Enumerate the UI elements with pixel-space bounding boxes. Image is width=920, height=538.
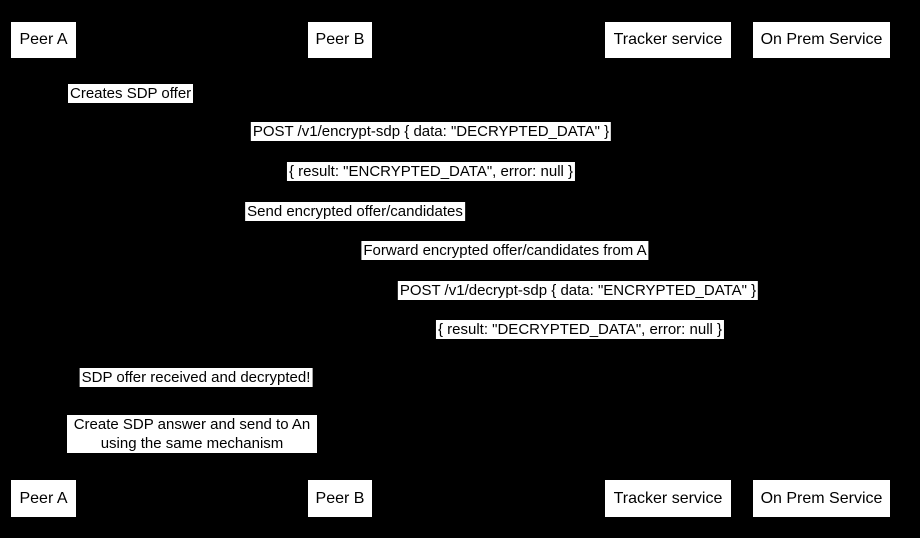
message-encrypt-result: { result: "ENCRYPTED_DATA", error: null …: [286, 162, 576, 181]
note-create-sdp-answer: Create SDP answer and send to An using t…: [67, 415, 317, 453]
actor-peer-a-bottom: Peer A: [11, 480, 76, 517]
message-forward-encrypted-offer: Forward encrypted offer/candidates from …: [361, 241, 649, 260]
actor-peer-b-top-label: Peer B: [315, 31, 365, 48]
actor-tracker-service-bottom: Tracker service: [605, 480, 731, 517]
message-decrypt-result: { result: "DECRYPTED_DATA", error: null …: [435, 320, 725, 339]
actor-peer-a-top: Peer A: [11, 22, 76, 58]
note-line-1: Create SDP answer and send to An: [73, 416, 311, 433]
actor-on-prem-service-top: On Prem Service: [753, 22, 890, 58]
actor-on-prem-service-bottom: On Prem Service: [753, 480, 890, 517]
actor-on-prem-service-top-label: On Prem Service: [760, 31, 883, 48]
actor-peer-a-bottom-label: Peer A: [19, 489, 68, 507]
message-sdp-offer-received: SDP offer received and decrypted!: [79, 368, 313, 387]
message-creates-sdp-offer: Creates SDP offer: [68, 84, 194, 103]
actor-peer-b-bottom-label: Peer B: [315, 489, 365, 507]
actor-peer-a-top-label: Peer A: [19, 31, 68, 48]
actor-peer-b-top: Peer B: [308, 22, 372, 58]
message-post-decrypt-sdp: POST /v1/decrypt-sdp { data: "ENCRYPTED_…: [397, 281, 759, 300]
actor-on-prem-service-bottom-label: On Prem Service: [760, 489, 883, 507]
actor-tracker-service-top: Tracker service: [605, 22, 731, 58]
actor-tracker-service-top-label: Tracker service: [613, 31, 723, 48]
message-post-encrypt-sdp: POST /v1/encrypt-sdp { data: "DECRYPTED_…: [250, 122, 612, 141]
message-send-encrypted-offer: Send encrypted offer/candidates: [245, 202, 465, 221]
note-line-2: using the same mechanism: [100, 435, 284, 452]
actor-peer-b-bottom: Peer B: [308, 480, 372, 517]
actor-tracker-service-bottom-label: Tracker service: [613, 489, 723, 507]
